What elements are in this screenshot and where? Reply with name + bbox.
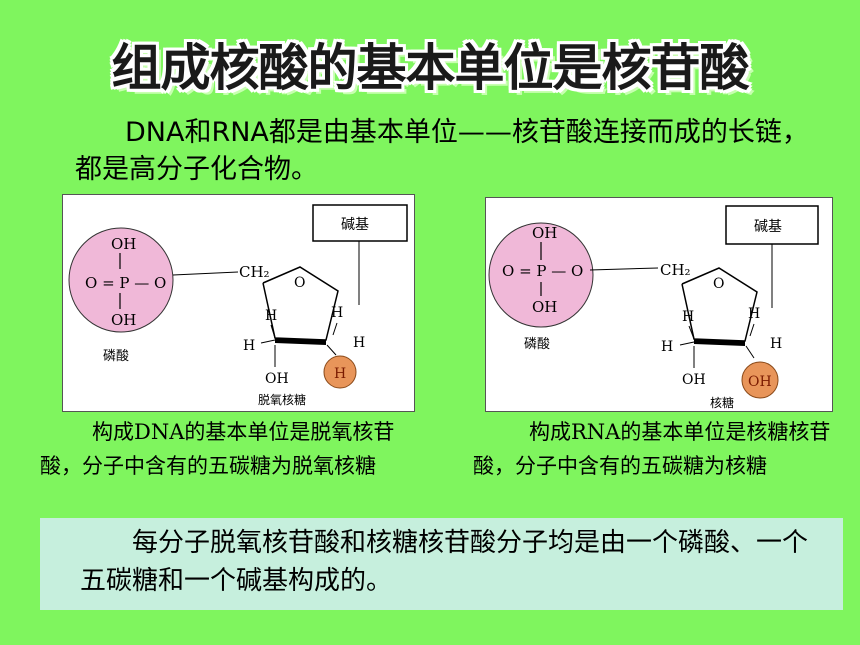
sugar-label: 脱氧核糖 [258,392,306,407]
phosphate-bond [172,271,239,276]
h-label: H [661,339,673,355]
special-group: H [334,366,346,382]
phosphate-bond [589,267,659,271]
ring-o: O [294,275,305,291]
summary-box: 每分子脱氧核苷酸和核糖核苷酸分子均是由一个磷酸、一个五碳糖和一个碱基构成的。 [40,518,843,610]
phosphate-p-row: O = P — O [85,274,166,292]
phosphate-circle [68,227,174,333]
sugar-ring [681,267,758,342]
h-label: H [682,309,694,325]
base-box [725,205,819,245]
base-label: 碱基 [341,216,369,233]
rna-caption: 构成RNA的基本单位是核糖核苷酸，分子中含有的五碳糖为核糖 [473,415,843,483]
sugar-oh: OH [682,372,706,388]
special-group-circle [323,355,357,389]
phosphate-oh-top: OH [111,235,136,253]
rna-caption-text: 构成RNA的基本单位是核糖核苷酸，分子中含有的五碳糖为核糖 [473,420,831,478]
phosphate-label: 磷酸 [524,337,550,352]
slide-title: 组成核酸的基本单位是核苷酸 [111,39,750,97]
h-label: H [243,338,255,354]
h-label: H [353,335,365,351]
ch2-label: CH₂ [239,263,270,281]
intro-body: DNA和RNA都是由基本单位——核苷酸连接而成的长链，都是高分子化合物。 [75,117,809,185]
phosphate-label: 磷酸 [103,349,129,364]
sugar-ring [262,266,339,341]
h-label: H [265,308,277,324]
dna-caption: 构成DNA的基本单位是脱氧核苷酸，分子中含有的五碳糖为脱氧核糖 [40,415,430,483]
ch2-label: CH₂ [660,261,691,279]
sugar-label: 核糖 [710,395,734,410]
rna-nucleotide-diagram: OH O = P — O OH 磷酸 CH₂ 碱基 O H H H H OH O… [485,197,833,412]
phosphate-circle [488,222,594,328]
phosphate-oh-top: OH [532,224,557,242]
phosphate-oh-bottom: OH [111,311,136,329]
dna-nucleotide-diagram: OH O = P — O OH 磷酸 CH₂ 碱基 O H H H H OH H… [62,194,415,412]
summary-text: 每分子脱氧核苷酸和核糖核苷酸分子均是由一个磷酸、一个五碳糖和一个碱基构成的。 [80,528,809,596]
h-label: H [770,336,782,352]
base-label: 碱基 [754,218,782,235]
sugar-oh: OH [265,371,289,387]
base-box [312,204,408,242]
phosphate-oh-bottom: OH [532,298,557,316]
dna-caption-text: 构成DNA的基本单位是脱氧核苷酸，分子中含有的五碳糖为脱氧核糖 [40,420,395,478]
h-label: H [748,306,760,322]
ring-o: O [713,276,724,292]
intro-text: DNA和RNA都是由基本单位——核苷酸连接而成的长链，都是高分子化合物。 [75,114,815,188]
special-group: OH [748,374,772,390]
h-label: H [331,305,343,321]
phosphate-p-row: O = P — O [502,262,583,280]
special-group-circle [741,361,779,399]
